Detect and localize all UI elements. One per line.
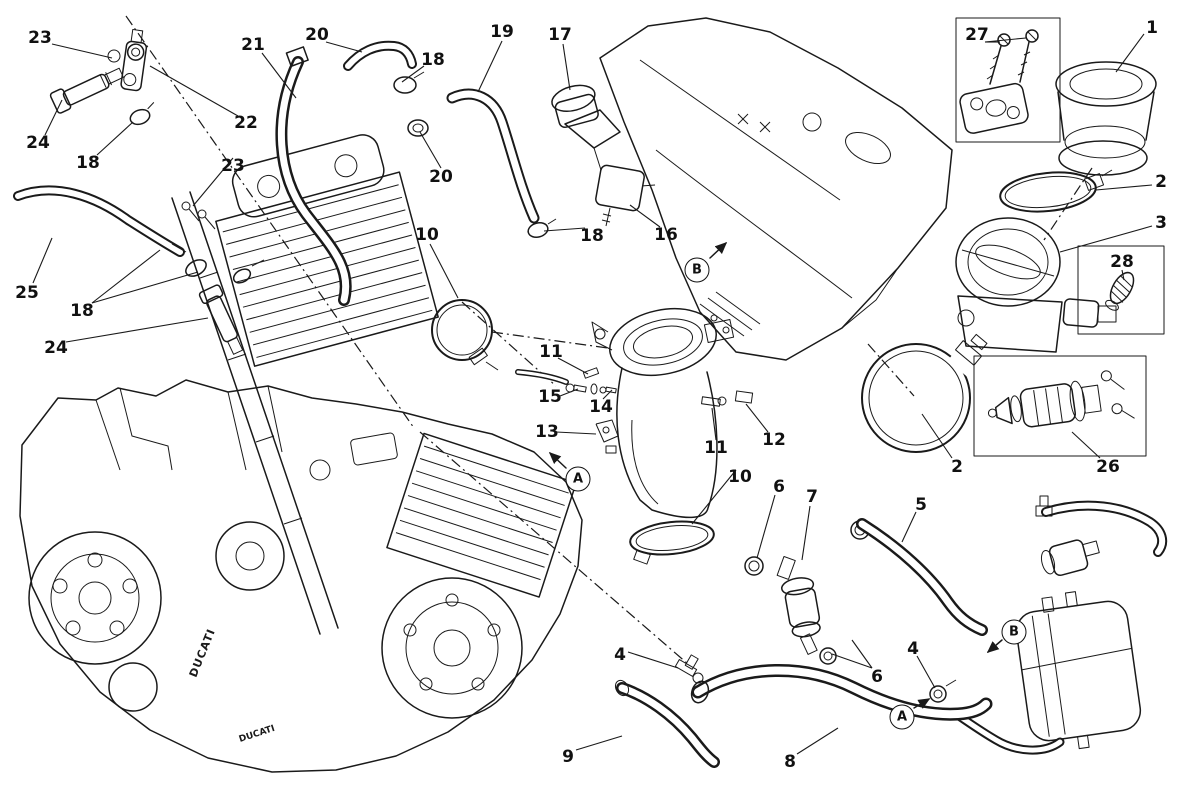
fuel-rail-22: [120, 28, 148, 92]
view-marker-B-0: B: [684, 257, 710, 283]
callout-4-34: 4: [614, 645, 626, 665]
hose-8: [690, 664, 993, 721]
fuel-injector-top: [49, 67, 124, 114]
leader-lines: [32, 33, 1153, 755]
clamps-6: [744, 520, 870, 665]
callout-13-20: 13: [535, 422, 559, 442]
callout-1-25: 1: [1146, 18, 1158, 38]
callout-21-6: 21: [241, 35, 265, 55]
callout-6-35: 6: [871, 667, 883, 687]
callout-3-27: 3: [1155, 213, 1167, 233]
callout-9-37: 9: [562, 747, 574, 767]
fittings-4: [674, 654, 957, 703]
hose-25: [13, 185, 185, 257]
air-funnel-1: [1055, 61, 1157, 176]
hose-19: [446, 88, 557, 238]
brand-text-2: DUCATI: [238, 724, 276, 745]
callout-11-17: 11: [539, 342, 563, 362]
sensor-16: [595, 164, 656, 227]
screws-23: [107, 49, 216, 230]
stepper-26-box: [973, 355, 1147, 457]
callout-27-24: 27: [965, 25, 989, 45]
callout-2-26: 2: [1155, 172, 1167, 192]
view-marker-A-3: A: [889, 704, 915, 730]
callout-14-19: 14: [589, 397, 613, 417]
brand-text: DUCATI: [187, 627, 218, 680]
callout-5-33: 5: [915, 495, 927, 515]
callout-23-10: 23: [221, 156, 245, 176]
pressure-sensor-17: [551, 84, 621, 171]
callout-8-38: 8: [784, 752, 796, 772]
callout-15-18: 15: [538, 387, 562, 407]
cylinder-fins-horizontal: [386, 432, 577, 598]
callout-24-1: 24: [26, 133, 50, 153]
callout-19-12: 19: [490, 22, 514, 42]
throttle-body-3: [955, 217, 1117, 353]
callout-18-2: 18: [76, 153, 100, 173]
hose-9: [614, 679, 720, 768]
clamp-2-upper: [999, 169, 1113, 213]
callout-16-15: 16: [654, 225, 678, 245]
airbox: [599, 17, 953, 361]
clamp-2-lower: [861, 333, 988, 453]
intake-duct: [515, 307, 754, 565]
callout-28-28: 28: [1110, 252, 1134, 272]
hose-21: [275, 46, 352, 306]
view-marker-B-2: B: [1001, 619, 1027, 645]
callout-23-0: 23: [28, 28, 52, 48]
canister-body: [1015, 591, 1142, 750]
view-arrows: [548, 241, 1003, 709]
purge-valve-7: [776, 555, 821, 655]
callout-22-9: 22: [234, 113, 258, 133]
hose-20: [343, 40, 429, 137]
clamp-18-a: [129, 102, 155, 126]
callout-18-4: 18: [70, 301, 94, 321]
clamp-18-b: [171, 243, 265, 284]
callout-2-29: 2: [951, 457, 963, 477]
callout-7-32: 7: [806, 487, 818, 507]
clamp-10-upper: [431, 299, 499, 371]
callout-6-31: 6: [773, 477, 785, 497]
callout-26-30: 26: [1096, 457, 1120, 477]
callout-11-21: 11: [704, 438, 728, 458]
callout-20-11: 20: [429, 167, 453, 187]
canister-assembly: [951, 495, 1168, 755]
frame-strut: [171, 191, 339, 635]
tps-plug-28-box: [1077, 245, 1165, 335]
fuel-injector-lower: [198, 284, 244, 355]
callout-20-7: 20: [305, 25, 329, 45]
callout-18-8: 18: [421, 50, 445, 70]
callout-10-16: 10: [415, 225, 439, 245]
callout-24-5: 24: [44, 338, 68, 358]
callout-4-36: 4: [907, 639, 919, 659]
callout-17-13: 17: [548, 25, 572, 45]
callout-18-14: 18: [580, 226, 604, 246]
engine-block: DUCATI DUCATI: [19, 134, 583, 773]
callout-25-3: 25: [15, 283, 39, 303]
callout-10-23: 10: [728, 467, 752, 487]
callout-12-22: 12: [762, 430, 786, 450]
view-marker-A-1: A: [565, 466, 591, 492]
hose-5: [856, 518, 988, 636]
